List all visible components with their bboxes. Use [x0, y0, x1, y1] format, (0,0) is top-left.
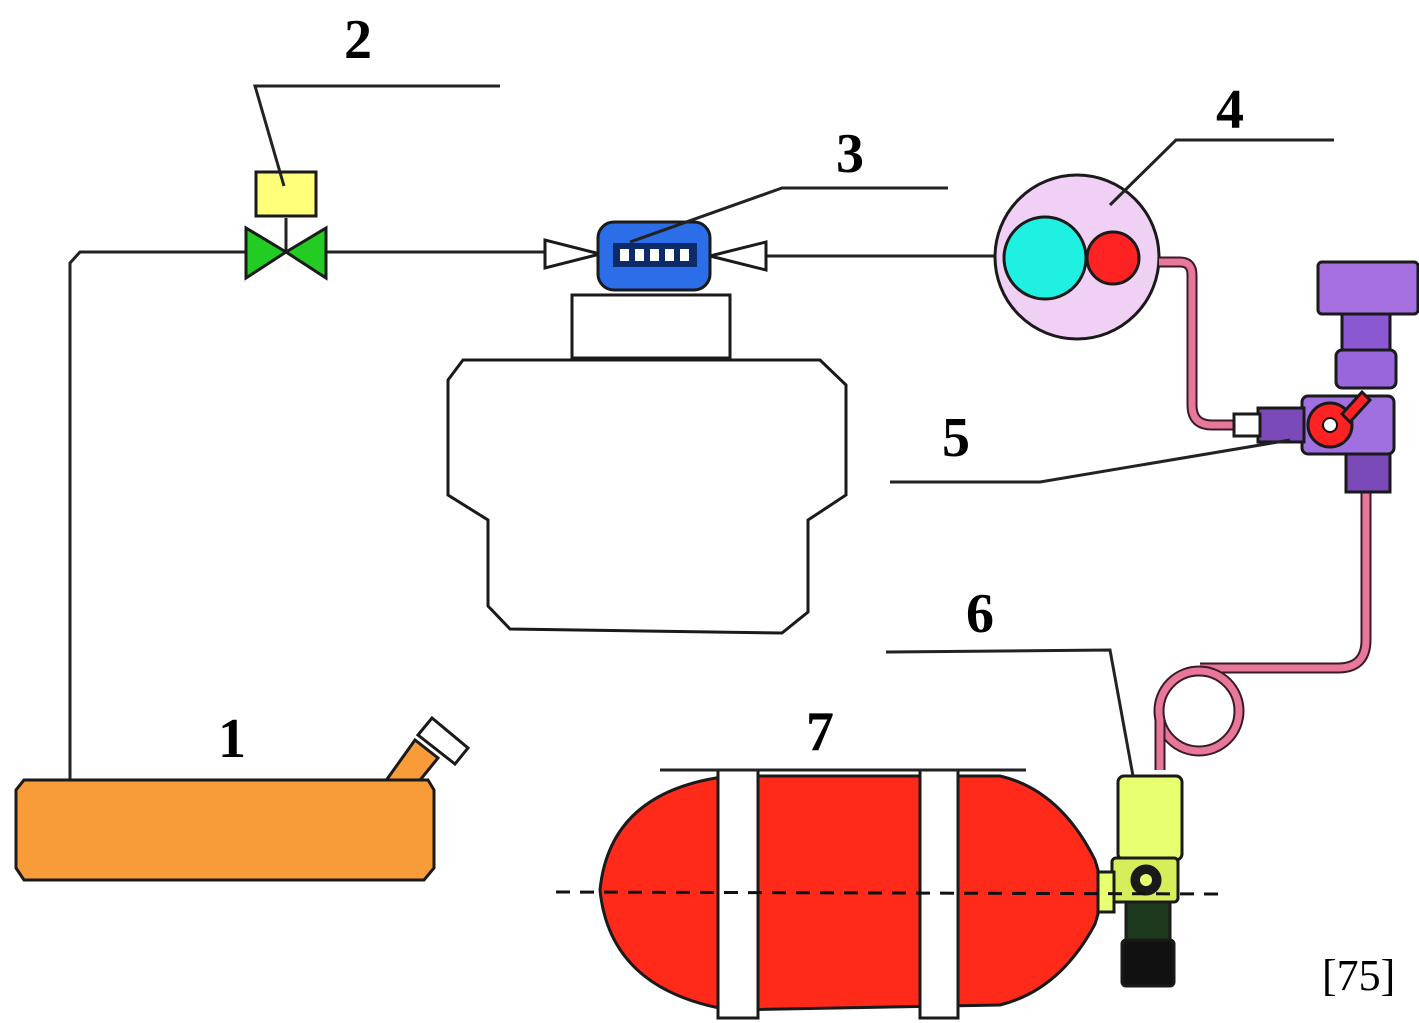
valve-body-left	[244, 225, 289, 281]
callout-7: 7	[806, 701, 834, 763]
tank-filler-cap	[415, 715, 471, 767]
fitting-knob	[1316, 260, 1419, 316]
gas-cylinder	[555, 768, 1221, 1020]
injector-nozzle-left	[543, 238, 601, 270]
pressure-reducer	[993, 173, 1161, 341]
callout-2: 2	[344, 9, 372, 71]
cylinder-multivalve	[1094, 774, 1184, 988]
high-pressure-pipe	[1153, 256, 1372, 770]
pipe-fitting-to-coil	[1200, 492, 1372, 674]
reference-tag: [75]	[1322, 951, 1395, 1000]
injector-slot	[665, 249, 674, 261]
gas-injector	[543, 220, 768, 292]
valve-body-right	[283, 225, 328, 281]
leader-5	[890, 438, 1291, 484]
cylinder-axis	[555, 890, 1221, 896]
injector-slot	[650, 249, 659, 261]
reducer-large-chamber	[1002, 215, 1088, 301]
tank-body	[14, 778, 436, 882]
leader-2	[253, 84, 500, 187]
leader-4	[1108, 138, 1334, 207]
gas-line	[68, 250, 994, 780]
leader-lines	[253, 84, 1334, 777]
callout-5: 5	[942, 407, 970, 469]
injector-slot	[620, 249, 629, 261]
solenoid-valve	[244, 170, 328, 281]
multivalve-housing	[1116, 774, 1184, 862]
leader-6	[885, 648, 1135, 777]
injector-slots	[620, 249, 689, 261]
engine-block	[446, 293, 848, 635]
reducer-small-chamber	[1085, 230, 1141, 286]
filling-fitting	[1232, 260, 1419, 494]
fuel-tank	[14, 715, 471, 882]
injector-nozzle-right	[709, 240, 768, 272]
injector-slot	[635, 249, 644, 261]
callout-4: 4	[1216, 79, 1244, 141]
callout-6: 6	[966, 583, 994, 645]
leader-3	[629, 186, 948, 244]
injector-slot	[680, 249, 689, 261]
pipe-reducer-to-fitting	[1159, 256, 1248, 431]
valve-actuator	[254, 170, 318, 218]
callout-3: 3	[836, 123, 864, 185]
callout-1: 1	[218, 708, 246, 770]
